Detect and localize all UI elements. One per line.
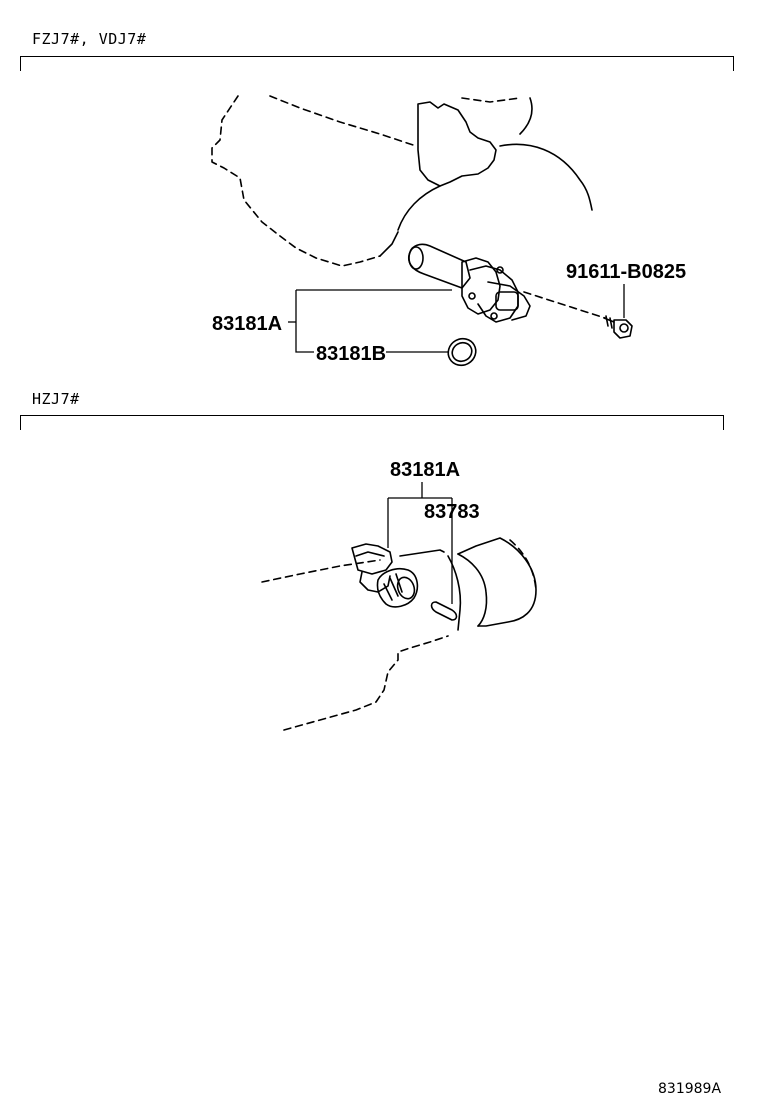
leader-lines-bottom <box>387 482 453 604</box>
pin-part <box>430 601 458 621</box>
engine-block-outline <box>211 95 593 267</box>
sensor-assembly-top <box>408 243 606 323</box>
o-ring-part <box>447 337 477 367</box>
section-label-fzj-vdj: FZJ7#, VDJ7# <box>32 30 147 48</box>
section-label-hzj: HZJ7# <box>32 390 80 408</box>
illustration-code: 831989A <box>658 1081 722 1097</box>
part-label-83181a-top: 83181A <box>212 313 282 335</box>
part-label-83783: 83783 <box>424 501 480 523</box>
section-bracket-top <box>20 56 734 71</box>
section-bracket-bottom <box>20 415 724 430</box>
part-label-91611-b0825: 91611-B0825 <box>566 261 686 283</box>
transmission-housing-outline <box>261 537 537 731</box>
sensor-assembly-bottom <box>351 543 419 608</box>
leader-lines-top <box>288 284 625 353</box>
part-label-83181b: 83181B <box>316 343 386 365</box>
bolt-part <box>603 315 633 339</box>
part-label-83181a-bottom: 83181A <box>390 459 460 481</box>
